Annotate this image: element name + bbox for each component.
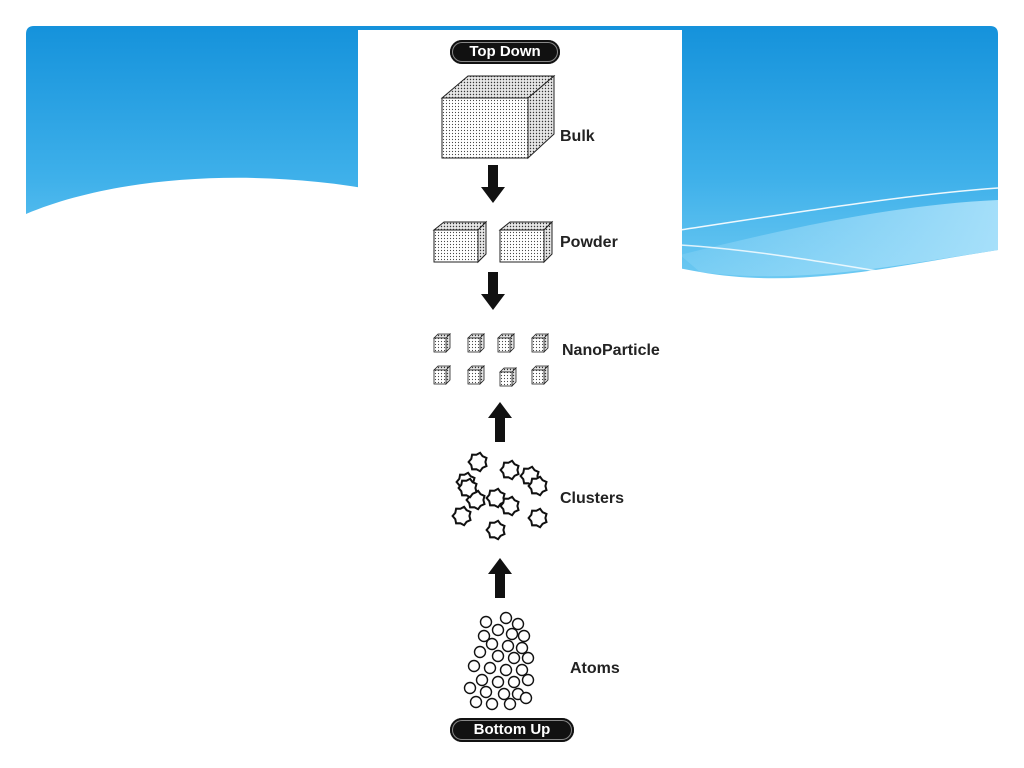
header-wave-line-3 bbox=[299, 187, 359, 197]
top-down-label: Top Down bbox=[450, 40, 560, 64]
nanoparticle-cubes-icon bbox=[433, 333, 549, 387]
arrow-bulk-to-powder bbox=[481, 165, 505, 203]
bottom-up-label: Bottom Up bbox=[450, 718, 574, 742]
stage-label-powder: Powder bbox=[560, 234, 618, 251]
arrow-atoms-to-clusters bbox=[488, 558, 512, 598]
header-wave-line-2 bbox=[679, 244, 921, 279]
stage-label-clusters: Clusters bbox=[560, 490, 625, 507]
clusters-icon bbox=[451, 451, 548, 541]
powder-cubes-icon bbox=[432, 220, 554, 264]
stage-label-nanoparticle: NanoParticle bbox=[562, 342, 660, 359]
atoms-icon bbox=[463, 611, 535, 711]
header-wave-light bbox=[680, 200, 998, 277]
header-wave-line-1 bbox=[679, 187, 999, 231]
top-down-bottom-up-figure: Top Down Bottom Up Bulk Powder NanoParti… bbox=[358, 30, 682, 750]
figure-drawing bbox=[432, 74, 556, 711]
stage-label-atoms: Atoms bbox=[570, 660, 620, 677]
bulk-cube-icon bbox=[440, 74, 556, 160]
arrow-clusters-to-nanoparticle bbox=[488, 402, 512, 442]
arrow-powder-to-nanoparticle bbox=[481, 272, 505, 310]
stage-label-bulk: Bulk bbox=[560, 128, 595, 145]
